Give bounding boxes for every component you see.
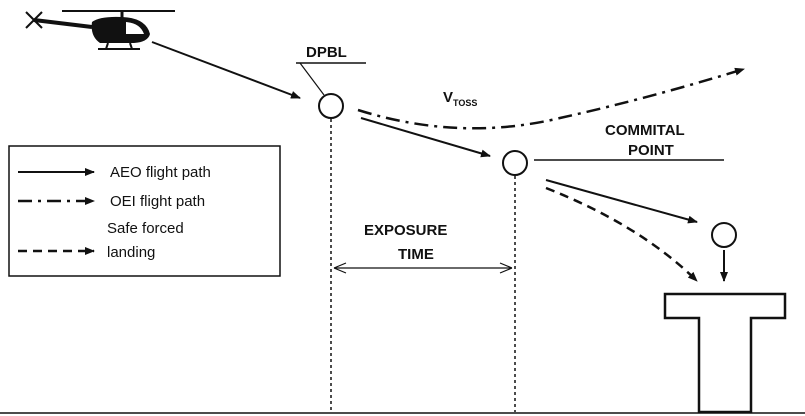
helicopter-icon xyxy=(25,10,175,50)
aeo-path-segment-1 xyxy=(151,41,301,99)
legend-box xyxy=(8,145,281,277)
oei-path-vtoss xyxy=(357,67,745,130)
legend-oei-label: OEI flight path xyxy=(110,193,205,210)
safe-forced-landing-path xyxy=(545,186,698,282)
legend-safe-label-line2: landing xyxy=(107,244,155,261)
committal-label-line1: COMMITAL xyxy=(605,122,685,139)
aeo-path-segment-2 xyxy=(360,117,491,158)
legend-safe-label-line1: Safe forced xyxy=(107,220,184,237)
exposure-label-line2: TIME xyxy=(398,246,434,263)
committal-point xyxy=(502,150,528,176)
dpbl-leader xyxy=(299,62,325,96)
exposure-arrowhead-left xyxy=(333,262,347,274)
vtoss-label: VTOSS xyxy=(443,89,477,108)
exposure-arrowhead-right xyxy=(499,262,513,274)
exposure-label-line1: EXPOSURE xyxy=(364,222,447,239)
helipad-icon xyxy=(663,292,787,414)
aeo-path-segment-3 xyxy=(545,179,698,224)
legend: AEO flight path OEI flight path Safe for… xyxy=(8,145,281,277)
dpbl-point xyxy=(318,93,344,119)
committal-label-line2: POINT xyxy=(628,142,674,159)
landing-point xyxy=(711,222,737,248)
dpbl-label: DPBL xyxy=(306,44,347,61)
legend-aeo-label: AEO flight path xyxy=(110,164,211,181)
